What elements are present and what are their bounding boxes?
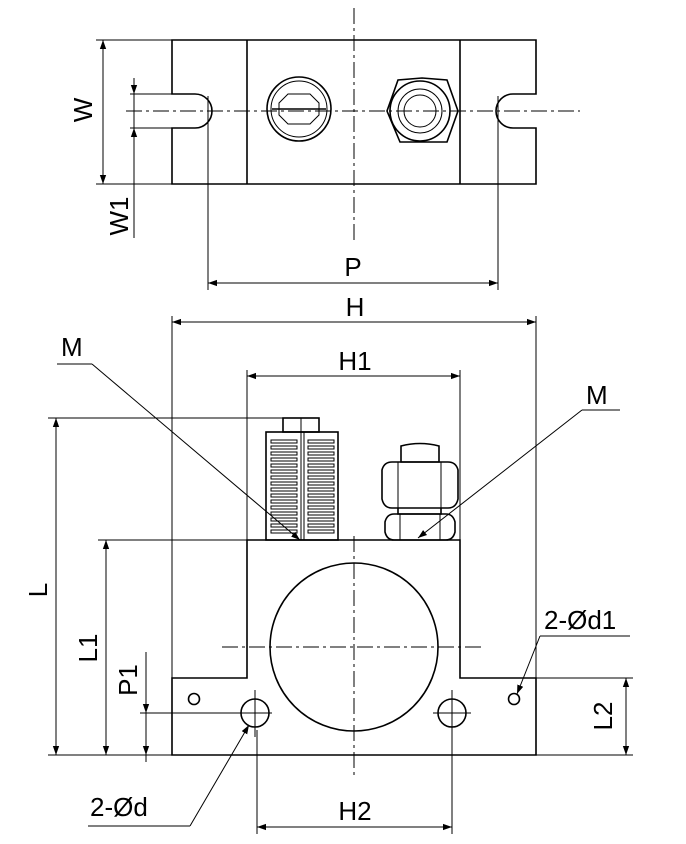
adjuster-rib <box>270 487 298 492</box>
adjuster-rib <box>270 529 298 534</box>
w1-label: W1 <box>104 197 134 236</box>
ribbed-adjuster <box>265 417 339 541</box>
adjuster-rib <box>307 493 335 498</box>
front-view: H H1 <box>23 292 633 834</box>
adjuster-rib <box>270 469 298 474</box>
w-label: W <box>68 97 98 122</box>
adjuster-rib <box>307 523 335 528</box>
adjuster-rib <box>307 439 335 444</box>
adjuster-rib <box>307 517 335 522</box>
adjuster-rib <box>307 481 335 486</box>
adjuster-rib <box>270 451 298 456</box>
d-label: 2-Ød <box>90 792 148 822</box>
h1-label: H1 <box>338 346 371 376</box>
hex-nut-stack <box>381 442 459 541</box>
adjuster-rib <box>270 481 298 486</box>
adjuster-rib <box>270 445 298 450</box>
small-hole-left <box>187 692 201 706</box>
adjuster-rib <box>307 469 335 474</box>
small-hole-right <box>507 692 521 706</box>
adjuster-rib <box>270 475 298 480</box>
top-view: W W1 P <box>68 8 580 290</box>
m-right-leader-diag <box>417 409 583 539</box>
adjuster-rib <box>307 451 335 456</box>
adjuster-rib <box>307 457 335 462</box>
h2-label: H2 <box>338 796 371 826</box>
adjuster-rib <box>307 529 335 534</box>
m-left-leader-diag <box>91 363 301 541</box>
adjuster-rib <box>270 493 298 498</box>
adjuster-rib <box>307 475 335 480</box>
p1-label: P1 <box>113 664 143 696</box>
l-label: L <box>23 583 53 597</box>
d1-label: 2-Ød1 <box>544 605 616 635</box>
adjuster-rib <box>270 499 298 504</box>
adjuster-rib <box>270 505 298 510</box>
adjuster-rib <box>307 487 335 492</box>
d1-leader-diag <box>516 635 541 695</box>
adjuster-rib <box>270 463 298 468</box>
adjuster-rib <box>307 499 335 504</box>
slotted-screw-head <box>266 76 332 142</box>
d-leader-diag <box>189 724 250 827</box>
adjuster-rib <box>307 505 335 510</box>
l1-label: L1 <box>73 634 103 663</box>
adjuster-rib <box>307 463 335 468</box>
m-right-label: M <box>586 380 608 410</box>
l2-label: L2 <box>588 702 618 731</box>
adjuster-rib <box>270 457 298 462</box>
m-left-label: M <box>61 332 83 362</box>
h-label: H <box>346 292 365 322</box>
adjuster-rib <box>270 439 298 444</box>
adjuster-rib <box>270 517 298 522</box>
p-label: P <box>344 252 361 282</box>
front-view-outline <box>171 539 537 756</box>
hex-nut-top <box>386 77 459 143</box>
adjuster-rib <box>307 445 335 450</box>
adjuster-rib <box>270 511 298 516</box>
adjuster-rib <box>307 511 335 516</box>
